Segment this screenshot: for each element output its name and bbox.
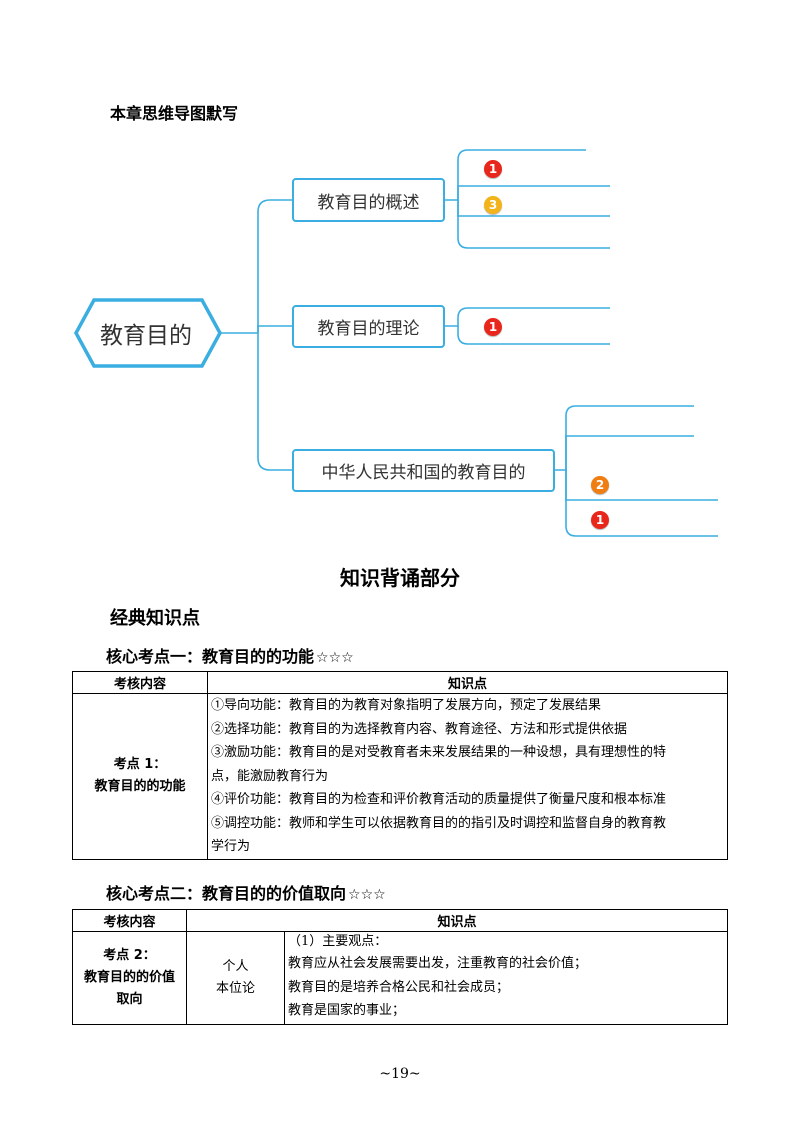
content-line: 点，能激励教育行为 — [211, 768, 329, 784]
content-line: （1）主要观点： — [288, 934, 388, 949]
section-title: 知识背诵部分 — [340, 566, 460, 590]
point1-heading-text: 核心考点一：教育目的的功能 — [106, 647, 315, 666]
branch-prc: 中华人民共和国的教育目的 — [292, 449, 555, 492]
point2-heading-text: 核心考点二：教育目的的价值取向 — [106, 884, 347, 903]
table1-col-header: 考核内容 — [72, 671, 208, 694]
badge-2-icon: 2 — [591, 476, 609, 494]
content-line: ⑤调控功能：教师和学生可以依据教育目的的指引及时调控和监督自身的教育教 — [211, 815, 667, 831]
content-line: ①导向功能：教育目的为教育对象指明了发展方向，预定了发展结果 — [211, 698, 602, 713]
table2-col-header: 考核内容 — [72, 909, 187, 932]
mindmap-connectors — [74, 149, 718, 537]
content-line: ④评价功能：教育目的为检查和评价教育活动的质量提供了衡量尺度和根本标准 — [211, 792, 667, 807]
subsection-title: 经典知识点 — [110, 608, 200, 629]
root-hexagon — [74, 298, 222, 368]
row-title-line: 取向 — [116, 992, 143, 1007]
point2-heading: 核心考点二：教育目的的价值取向☆☆☆ — [106, 880, 386, 904]
point2-content: （1）主要观点： 教育应从社会发展需要出发，注重教育的社会价值； 教育目的是培养… — [285, 932, 727, 1023]
badge-1-icon: 1 — [591, 511, 609, 529]
row-title-line: 教育目的的功能 — [94, 779, 186, 795]
content-line: 学行为 — [211, 839, 251, 854]
branch-theory: 教育目的理论 — [292, 305, 445, 348]
badge-1-icon: 1 — [484, 160, 502, 178]
point1-stars: ☆☆☆ — [316, 650, 354, 666]
content-line: 教育应从社会发展需要出发，注重教育的社会价值； — [288, 956, 588, 971]
badge-3-icon: 3 — [484, 196, 502, 214]
content-line: ③激励功能：教育目的是对受教育者未来发展结果的一种设想，具有理想性的特 — [211, 745, 667, 760]
point1-heading: 核心考点一：教育目的的功能☆☆☆ — [106, 643, 354, 667]
table1-col-header: 知识点 — [207, 671, 728, 694]
page-number: ~19~ — [379, 1066, 421, 1082]
point2-table: 考核内容 知识点 考点 2： 教育目的的价值 取向 个人 本位论 （1）主要观点… — [72, 909, 728, 1025]
row-title-line: 教育目的的价值 — [83, 970, 175, 985]
badge-1-icon: 1 — [484, 318, 502, 336]
point1-table: 考核内容 知识点 考点 1： 教育目的的功能 ①导向功能：教育目的为教育对象指明… — [72, 671, 728, 860]
sub-title-line: 本位论 — [215, 981, 255, 996]
point1-row-title: 考点 1： 教育目的的功能 — [73, 754, 207, 798]
point2-stars: ☆☆☆ — [348, 887, 386, 903]
row-title-line: 考点 2： — [103, 948, 156, 963]
table2-col-header: 知识点 — [186, 909, 728, 932]
content-line: ②选择功能：教育目的为选择教育内容、教育途径、方法和形式提供依据 — [211, 721, 628, 737]
row-title-line: 考点 1： — [113, 757, 167, 773]
content-line: 教育目的是培养合格公民和社会成员； — [288, 979, 510, 995]
branch-overview: 教育目的概述 — [292, 178, 445, 222]
content-line: 教育是国家的事业； — [288, 1003, 406, 1018]
sub-title-line: 个人 — [222, 959, 249, 974]
point2-row-title: 考点 2： 教育目的的价值 取向 — [73, 945, 186, 1011]
mindmap-root: 教育目的 — [100, 323, 192, 349]
point1-content: ①导向功能：教育目的为教育对象指明了发展方向，预定了发展结果 ②选择功能：教育目… — [208, 694, 727, 859]
mindmap-title: 本章思维导图默写 — [110, 104, 239, 123]
